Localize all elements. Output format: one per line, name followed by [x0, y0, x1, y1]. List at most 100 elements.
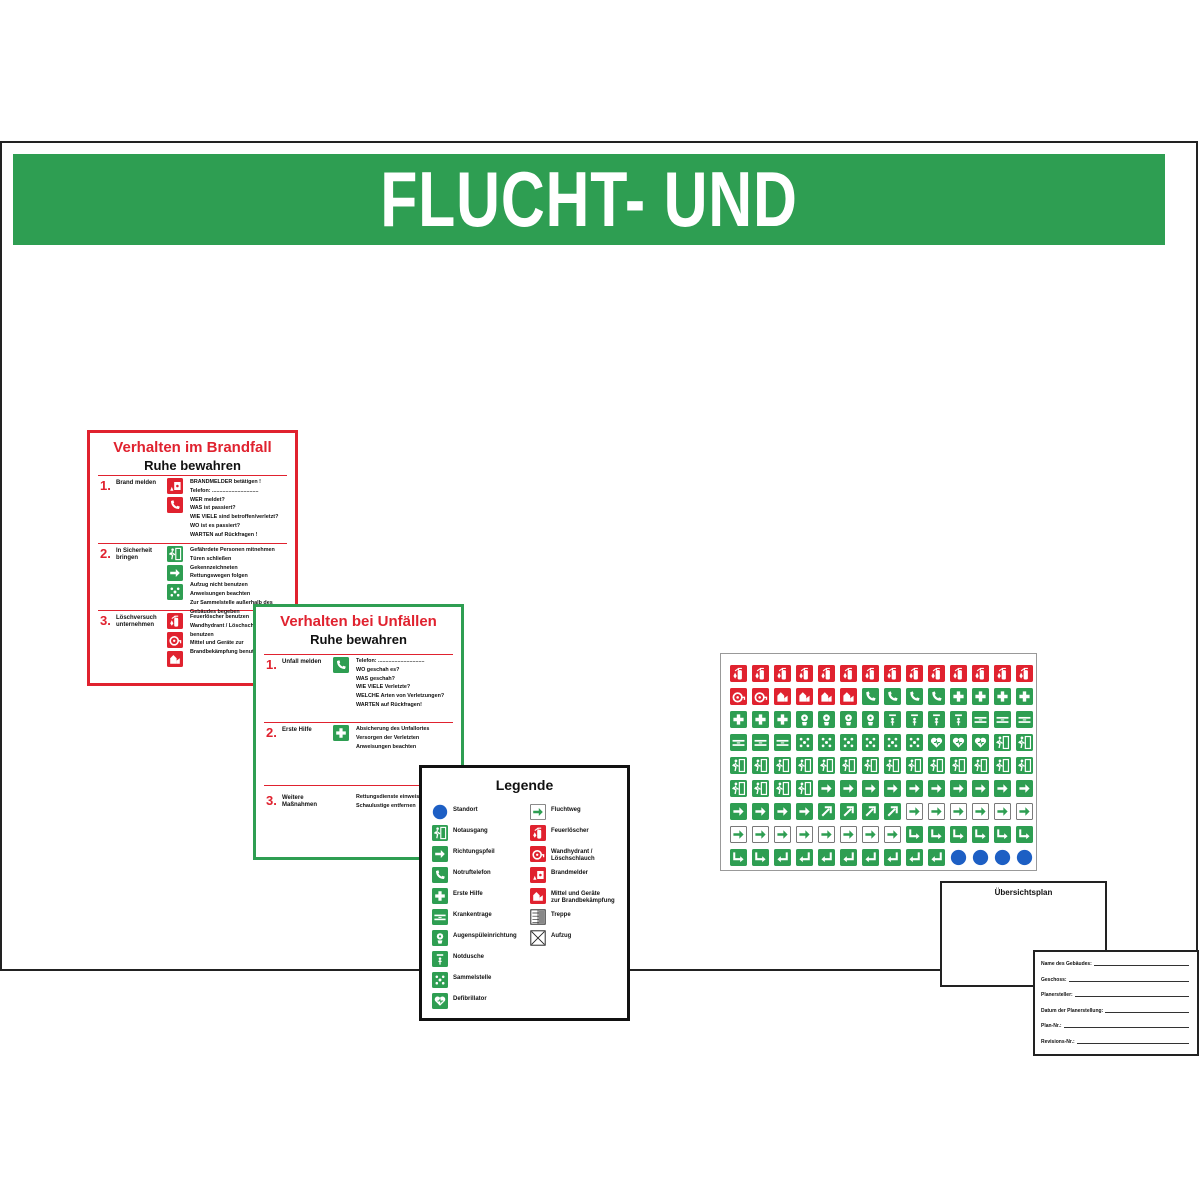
fire-extinguisher-icon — [906, 665, 923, 682]
diagonal-arrow-icon — [818, 803, 835, 820]
direction-arrow-icon — [1016, 780, 1033, 797]
escape-route-arrow-icon — [774, 826, 791, 843]
instruction-line: Feuerlöscher benutzen — [190, 614, 250, 620]
escape-route-arrow-icon — [862, 826, 879, 843]
escape-route-arrow-icon — [840, 826, 857, 843]
info-field-label: Datum der Planerstellung: — [1041, 1007, 1106, 1014]
legend-item-label: Sammelstelle — [453, 975, 492, 981]
firefighting-equipment-icon — [530, 888, 546, 904]
turn-left-arrow-icon — [796, 849, 813, 866]
direction-arrow-icon — [840, 780, 857, 797]
direction-arrow-icon — [994, 780, 1011, 797]
instruction-line: WAS ist passiert? — [190, 505, 236, 512]
firefighting-equipment-icon — [818, 688, 835, 705]
stretcher-icon — [432, 909, 448, 925]
fire-hose-icon — [730, 688, 747, 705]
fire-phone-icon — [167, 497, 183, 513]
fire-extinguisher-icon — [994, 665, 1011, 682]
legend-item-label: Krankentrage — [453, 912, 492, 918]
info-field: Geschoss: — [1041, 974, 1189, 984]
emergency-exit-icon — [796, 780, 813, 797]
emergency-exit-icon — [884, 757, 901, 774]
info-field: Datum der Planerstellung: — [1041, 1005, 1189, 1015]
firefighting-equipment-icon — [774, 688, 791, 705]
assembly-point-icon — [167, 584, 183, 600]
emergency-exit-icon — [928, 757, 945, 774]
accident-card-heading: Verhalten bei Unfällen — [280, 613, 437, 630]
assembly-point-icon — [862, 734, 879, 751]
firefighting-equipment-icon — [796, 688, 813, 705]
turn-down-arrow-icon — [752, 849, 769, 866]
escape-route-arrow-icon — [796, 826, 813, 843]
direction-arrow-icon — [167, 565, 183, 581]
emergency-exit-icon — [432, 825, 448, 841]
stairs-icon — [530, 909, 546, 925]
section-label: Löschversuch unternehmen — [116, 615, 157, 628]
info-field: Planersteller: — [1041, 989, 1189, 999]
firefighting-equipment-icon — [840, 688, 857, 705]
eyewash-icon — [862, 711, 879, 728]
defibrillator-icon — [950, 734, 967, 751]
legend-item: Wandhydrant / Löschschlauch — [530, 846, 625, 867]
info-field: Plan-Nr.: — [1041, 1020, 1189, 1030]
diagonal-arrow-icon — [862, 803, 879, 820]
instruction-line: WO geschah es? — [356, 666, 400, 673]
emergency-exit-icon — [796, 757, 813, 774]
direction-arrow-icon — [906, 780, 923, 797]
legend-item: Erste Hilfe — [432, 888, 537, 909]
legend-item-label: Mittel und Geräte zur Brandbekämpfung — [551, 891, 615, 904]
legend-item: Treppe — [530, 909, 625, 930]
instruction-line: BRANDMELDER betätigen ! — [190, 479, 261, 485]
legend-item-label: Notruftelefon — [453, 870, 491, 876]
fire-extinguisher-icon — [1016, 665, 1033, 682]
instruction-line: WIE VIELE sind betroffen/verletzt? — [190, 514, 279, 521]
section-label: In Sicherheit bringen — [116, 548, 153, 561]
emergency-exit-icon — [950, 757, 967, 774]
turn-down-arrow-icon — [972, 826, 989, 843]
stretcher-icon — [972, 711, 989, 728]
direction-arrow-icon — [950, 780, 967, 797]
legend-item-label: Defibrillator — [453, 996, 487, 1002]
plan-title: FLUCHT- UND RETTUNGSPLAN — [334, 155, 844, 334]
legend-item: Aufzug — [530, 930, 625, 951]
info-field-label: Geschoss: — [1041, 976, 1069, 983]
instruction-line: Türen schließen — [190, 555, 232, 562]
symbol-sticker-sheet — [720, 653, 1037, 871]
instruction-line: Telefon: ............................... — [190, 487, 259, 494]
legend-item-label: Wandhydrant / Löschschlauch — [551, 849, 595, 862]
direction-arrow-icon — [884, 780, 901, 797]
location-dot-icon — [432, 804, 448, 820]
stretcher-icon — [994, 711, 1011, 728]
legend-item: Standort — [432, 804, 537, 825]
fire-extinguisher-icon — [818, 665, 835, 682]
info-field: Name des Gebäudes: — [1041, 958, 1189, 968]
legend-item-label: Notausgang — [453, 828, 488, 834]
instruction-line: Aufzug nicht benutzen — [190, 582, 248, 589]
legend-item: Brandmelder — [530, 867, 625, 888]
emergency-exit-icon — [862, 757, 879, 774]
turn-down-arrow-icon — [994, 826, 1011, 843]
turn-left-arrow-icon — [774, 849, 791, 866]
accident-card-subheading: Ruhe bewahren — [310, 632, 407, 647]
turn-left-arrow-icon — [928, 849, 945, 866]
fire-extinguisher-icon — [730, 665, 747, 682]
section-label: Unfall melden — [282, 659, 322, 665]
fire-hose-icon — [752, 688, 769, 705]
instruction-line: Mittel und Geräte zur — [190, 640, 244, 647]
assembly-point-icon — [884, 734, 901, 751]
section-number: 3. — [100, 613, 111, 628]
eyewash-icon — [432, 930, 448, 946]
escape-route-arrow-icon — [884, 826, 901, 843]
legend-item-label: Brandmelder — [551, 870, 589, 876]
turn-down-arrow-icon — [1016, 826, 1033, 843]
info-field-line — [1041, 1042, 1189, 1044]
card-divider — [98, 475, 287, 476]
info-field: Revisions-Nr.: — [1041, 1036, 1189, 1046]
info-field-line — [1041, 965, 1189, 966]
emergency-phone-icon — [928, 688, 945, 705]
